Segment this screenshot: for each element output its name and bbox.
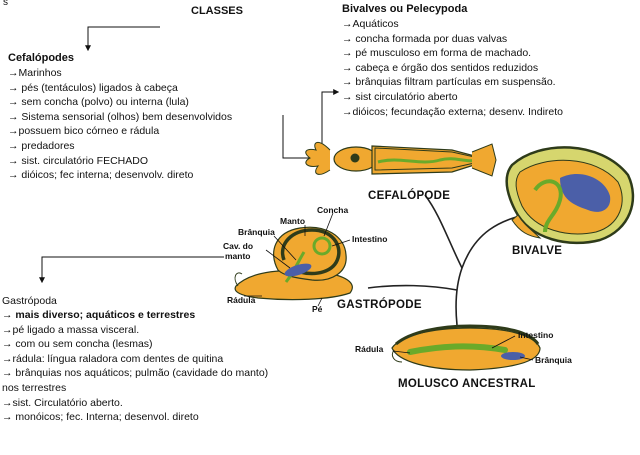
- cefalopodes-item: → sist. circulatório FECHADO: [8, 154, 149, 167]
- bivalves-item: → cabeça e órgão dos sentidos reduzidos: [342, 61, 539, 74]
- label-branquia: Brânquia: [238, 227, 275, 237]
- label-cav-manto-1: Cav. do: [223, 241, 254, 251]
- label-bivalve: BIVALVE: [512, 245, 563, 257]
- ancestral-mollusc-drawing: [391, 324, 541, 371]
- gastropoda-item: →rádula: língua raladora com dentes de q…: [2, 352, 224, 365]
- cephalopod-drawing: [305, 142, 497, 177]
- gastropoda-list: → mais diverso; aquáticos e terrestres →…: [2, 308, 268, 425]
- label-manto: Manto: [280, 216, 306, 226]
- label-ancestral-radula: Rádula: [355, 344, 384, 354]
- gastropoda-item: nos terrestres: [2, 381, 67, 394]
- phylogeny-tree: [367, 194, 529, 326]
- label-ancestral-intestino: Intestino: [518, 330, 554, 340]
- gastropoda-item: →pé ligado a massa visceral.: [2, 323, 140, 336]
- classes-title: CLASSES: [191, 5, 243, 17]
- gastropoda-item: → mais diverso; aquáticos e terrestres: [2, 309, 196, 321]
- label-cefalopode: CEFALÓPODE: [368, 190, 451, 202]
- label-leaders: [244, 212, 534, 361]
- cefalopodes-list: →Marinhos → pés (tentáculos) ligados à c…: [8, 66, 232, 183]
- label-concha: Concha: [317, 205, 349, 215]
- cefalopodes-item: → sem concha (polvo) ou interna (lula): [8, 96, 189, 109]
- gastropoda-item: → monóicos; fec. Interna; desenvol. dire…: [2, 411, 199, 424]
- cefalopodes-item: → predadores: [8, 139, 75, 152]
- bivalves-item: → brânquias filtram partículas em suspen…: [342, 76, 556, 89]
- bivalves-item: →dióicos; fecundação externa; desenv. In…: [342, 105, 564, 118]
- bivalves-title: Bivalves ou Pelecypoda: [342, 3, 468, 15]
- cefalopodes-item: → dióicos; fec interna; desenvolv. diret…: [8, 169, 194, 182]
- bivalves-item: → pé musculoso em forma de machado.: [342, 47, 532, 60]
- arrow-to-bivalves: [282, 89, 340, 159]
- label-intestino: Intestino: [352, 234, 388, 244]
- bivalve-drawing: [505, 146, 635, 245]
- gastropoda-item: → brânquias nos aquáticos; pulmão (cavid…: [2, 367, 269, 380]
- label-radula: Rádula: [227, 295, 256, 305]
- label-ancestral-branquia: Brânquia: [535, 355, 572, 365]
- bivalves-item: → sist circulatório aberto: [342, 90, 458, 103]
- gastropoda-item: → com ou sem concha (lesmas): [2, 338, 153, 351]
- label-cav-manto-2: manto: [225, 251, 251, 261]
- bivalves-list: →Aquáticos → concha formada por duas val…: [342, 17, 563, 119]
- bivalves-item: → concha formada por duas valvas: [342, 32, 508, 45]
- corner-mark: s: [3, 0, 8, 8]
- label-pe: Pé: [312, 304, 323, 314]
- arrow-to-cefalopodes: [85, 26, 160, 52]
- bivalves-item: →Aquáticos: [342, 18, 399, 30]
- arrow-to-gastropoda: [39, 256, 224, 284]
- label-gastropode: GASTRÓPODE: [337, 299, 422, 311]
- gastropoda-item: →sist. Circulatório aberto.: [2, 396, 123, 409]
- cefalopodes-item: → Sistema sensorial (olhos) bem desenvol…: [8, 110, 233, 123]
- gastropoda-title: Gastrópoda: [2, 295, 57, 307]
- cefalopodes-title: Cefalópodes: [8, 52, 75, 64]
- gastropod-drawing: [234, 226, 353, 301]
- label-molusco-ancestral: MOLUSCO ANCESTRAL: [398, 378, 536, 390]
- cefalopodes-item: →Marinhos: [8, 67, 62, 79]
- cefalopodes-item: →possuem bico córneo e rádula: [8, 125, 160, 138]
- cefalopodes-item: → pés (tentáculos) ligados à cabeça: [8, 81, 178, 94]
